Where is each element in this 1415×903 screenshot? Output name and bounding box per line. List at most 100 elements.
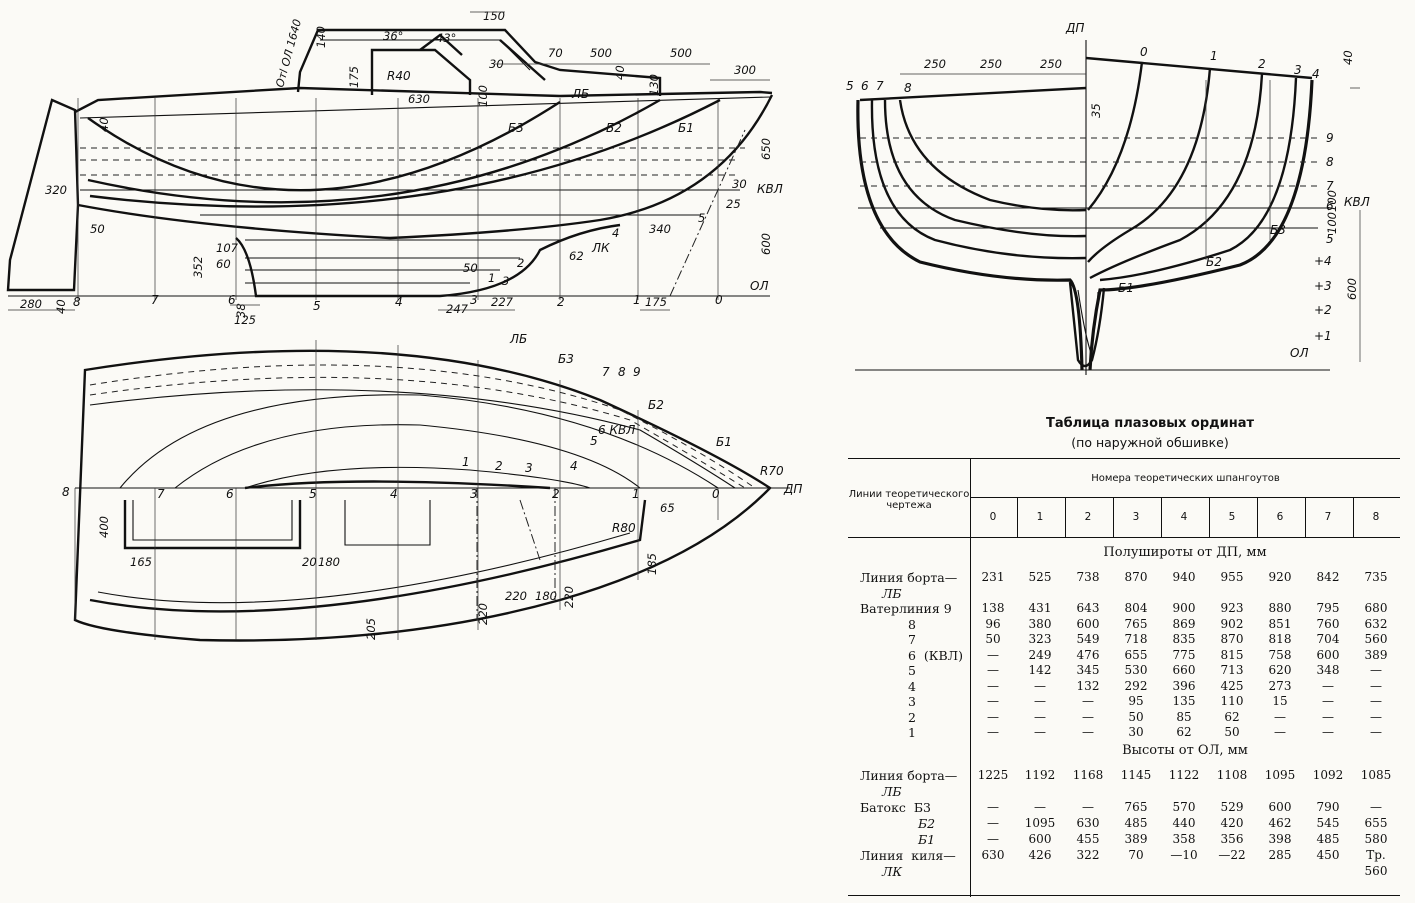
table-subtitle: (по наружной обшивке)	[1071, 435, 1229, 450]
table-cell: 545	[1316, 816, 1340, 830]
svg-text:3: 3	[1294, 63, 1302, 77]
table-cell: 389	[1124, 832, 1148, 846]
table-cell: —22	[1218, 848, 1246, 862]
section-halfbreadths: Полуширoты от ДП, мм	[1103, 545, 1267, 560]
svg-text:6: 6	[1326, 199, 1334, 213]
table-cell: —	[1370, 800, 1382, 814]
svg-text:ДП: ДП	[783, 482, 802, 496]
svg-text:150: 150	[483, 9, 505, 23]
svg-text:100: 100	[1325, 190, 1339, 212]
table-cell: 815	[1220, 647, 1244, 662]
keel-line	[235, 223, 621, 298]
svg-text:35: 35	[1089, 103, 1103, 118]
table-cell: 765	[1124, 800, 1148, 814]
svg-text:2: 2	[557, 295, 565, 309]
svg-text:1: 1	[633, 293, 641, 307]
svg-text:140: 140	[314, 26, 328, 48]
table-cell: 485	[1316, 832, 1340, 846]
table-cell: 50	[1128, 709, 1144, 724]
table-cell: 529	[1220, 800, 1244, 814]
body-plan-view: ДП КВЛ ОЛ Б3 Б2 Б1 250 250 250 40 35 100…	[846, 21, 1370, 375]
table-cell: 735	[1364, 570, 1388, 584]
table-cell: 249	[1028, 647, 1052, 662]
row-label: 7	[908, 632, 916, 647]
table-cell: 1095	[1024, 816, 1056, 830]
svg-text:Б2: Б2	[1206, 255, 1222, 269]
svg-text:7: 7	[876, 79, 884, 93]
table-cell: 110	[1220, 694, 1244, 708]
column-number: 4	[1180, 511, 1188, 523]
table-cell: 738	[1076, 570, 1100, 584]
table-cell: 920	[1268, 570, 1292, 584]
row-label: ЛК	[882, 864, 903, 879]
svg-text:2: 2	[517, 256, 524, 270]
svg-text:220: 220	[476, 603, 490, 625]
row-label: Б2	[918, 816, 936, 831]
table-cell: 485	[1124, 816, 1148, 830]
svg-text:650: 650	[759, 138, 773, 160]
table-cell: 1168	[1072, 768, 1104, 782]
table-cell: 1095	[1264, 768, 1296, 782]
table-cell: 560	[1364, 632, 1388, 646]
table-cell: —	[1274, 725, 1286, 739]
svg-text:125: 125	[234, 313, 256, 327]
svg-text:5: 5	[846, 79, 854, 93]
table-cell: 358	[1172, 832, 1196, 846]
table-cell: —	[1034, 725, 1046, 739]
column-number: 1	[1036, 511, 1044, 523]
table-cell: 880	[1268, 601, 1292, 615]
table-cell: 345	[1076, 663, 1100, 677]
column-number: 3	[1132, 511, 1140, 523]
svg-text:40: 40	[54, 299, 68, 314]
svg-text:ЛБ: ЛБ	[571, 87, 589, 101]
cabin-outline	[296, 28, 662, 96]
svg-text:600: 600	[759, 233, 773, 255]
table-cell: 580	[1364, 832, 1388, 846]
table-cell: —	[987, 725, 999, 739]
profile-view: Отl ОЛ 1640 R40 ЛБ Б3 Б2 Б1 КВЛ ОЛ ЛК 15…	[6, 9, 783, 327]
table-cell: —	[1034, 709, 1046, 724]
table-cell: 356	[1220, 832, 1244, 846]
svg-text:40: 40	[613, 65, 627, 80]
svg-text:Б3: Б3	[558, 352, 574, 366]
svg-text:185: 185	[645, 553, 659, 575]
table-cell: 322	[1076, 848, 1100, 862]
svg-text:R40: R40	[387, 69, 411, 83]
table-cell: 1085	[1360, 768, 1392, 782]
section-left-outer	[856, 99, 1084, 371]
table-cell: 804	[1124, 601, 1148, 615]
svg-text:1: 1	[462, 455, 470, 469]
svg-text:400: 400	[97, 516, 111, 538]
row-header: Линии теоретического чертежа	[848, 489, 970, 511]
row-label: Батокс Б3	[860, 800, 931, 815]
svg-text:R80: R80	[612, 521, 636, 535]
svg-text:43°: 43°	[436, 31, 456, 45]
table-cell: —10	[1170, 848, 1198, 862]
table-cell: 570	[1172, 800, 1196, 814]
table-cell: —	[987, 678, 999, 693]
svg-text:5: 5	[1326, 232, 1334, 246]
row-label: 2	[908, 709, 916, 725]
section-heights: Высоты от ОЛ, мм	[1122, 743, 1248, 758]
svg-text:250: 250	[924, 57, 946, 71]
svg-text:250: 250	[1040, 57, 1062, 71]
table-cell: 420	[1220, 816, 1244, 830]
table-cell: 940	[1172, 570, 1196, 584]
table-cell: 462	[1268, 816, 1292, 830]
table-cell: 380	[1028, 616, 1052, 631]
table-cell: 425	[1220, 678, 1244, 693]
svg-text:Б3: Б3	[1270, 223, 1286, 237]
table-cell: 455	[1076, 832, 1100, 846]
row-label: Линия борта—	[860, 570, 958, 585]
table-cell: 955	[1220, 570, 1244, 584]
table-cell: —	[987, 800, 999, 814]
column-number: 7	[1324, 511, 1332, 523]
svg-text:4: 4	[390, 487, 398, 501]
svg-text:500: 500	[590, 46, 612, 60]
svg-text:50: 50	[463, 261, 478, 275]
column-number: 5	[1228, 511, 1236, 523]
column-number: 2	[1084, 511, 1092, 523]
svg-text:ЛК: ЛК	[591, 241, 610, 255]
svg-text:8: 8	[618, 365, 626, 379]
table-cell: —	[1322, 725, 1334, 739]
